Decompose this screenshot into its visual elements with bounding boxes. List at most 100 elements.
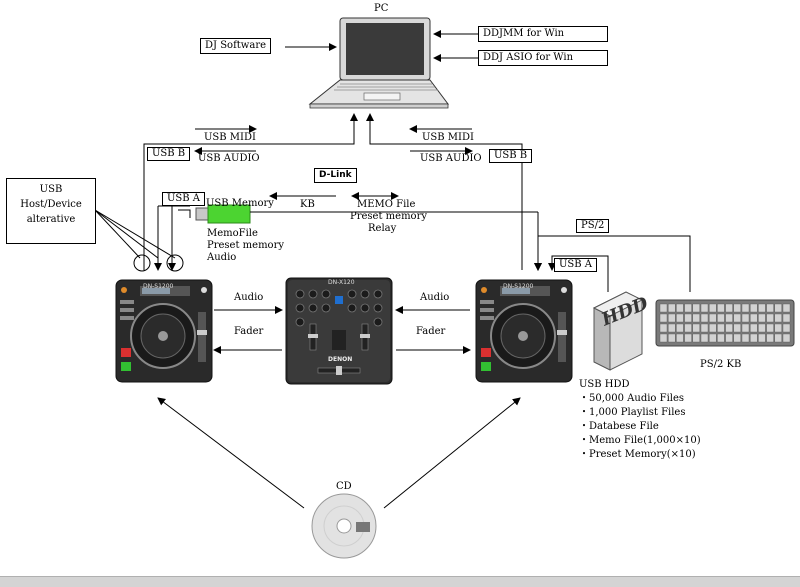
hdd-title: USB HDD (579, 379, 630, 390)
right-player-model: DN-S1200 (503, 283, 534, 290)
ddj-asio-box: DDJ ASIO for Win (478, 50, 608, 66)
usb-memory-label: USB Memory (206, 198, 274, 209)
keyboard-key (733, 333, 741, 343)
keyboard-key (774, 323, 782, 333)
hdd-item-2: ・1,000 Playlist Files (579, 407, 686, 418)
hdd-icon (592, 291, 644, 371)
mixer-brand: DENON (328, 356, 353, 363)
hdd-info: USB HDD ・50,000 Audio Files ・1,000 Playl… (579, 378, 701, 462)
hdd-item-3: ・Databese File (579, 421, 659, 432)
keyboard-key (782, 333, 791, 343)
memory-contents-1: MemoFile (207, 228, 258, 239)
keyboard-key (750, 323, 758, 333)
keyboard-key (766, 323, 774, 333)
keyboard-key (659, 323, 668, 333)
keyboard-key (692, 333, 700, 343)
mixer-model: DN-X120 (328, 279, 355, 286)
keyboard-key (766, 313, 774, 323)
keyboard-key (709, 303, 717, 313)
hdd-item-1: ・50,000 Audio Files (579, 393, 685, 404)
memory-contents-3: Audio (207, 252, 237, 263)
keyboard-key (733, 323, 741, 333)
dj-software-box: DJ Software (200, 38, 272, 54)
keyboard-key (717, 313, 725, 323)
usb-stick-icon (195, 204, 538, 224)
keyboard-key (709, 323, 717, 333)
ps2-port: PS/2 (576, 219, 610, 233)
right-usb-b-port: USB B (489, 149, 533, 163)
keyboard-key (717, 303, 725, 313)
keyboard-key (700, 323, 709, 333)
cd-left-arrow (157, 397, 305, 509)
keyboard-key (668, 303, 676, 313)
host-device-line-1: USB (39, 184, 63, 195)
keyboard-key (766, 333, 774, 343)
keyboard-key (676, 313, 684, 323)
keyboard-key (725, 313, 733, 323)
right-usb-cable (366, 113, 523, 270)
left-usb-b-port: USB B (147, 147, 191, 161)
keyboard-key (758, 333, 766, 343)
keyboard-key (741, 323, 750, 333)
cd-label: CD (336, 481, 352, 492)
audio-right-label: Audio (420, 292, 450, 303)
host-device-connector (94, 209, 184, 272)
usb-a-left-line (178, 209, 191, 218)
keyboard-key (766, 303, 774, 313)
keyboard-key (741, 333, 750, 343)
keyboard-key (684, 303, 692, 313)
keyboard-key (758, 303, 766, 313)
keyboard-key (782, 323, 791, 333)
keyboard-key (717, 333, 725, 343)
host-device-box: USB Host/Device alterative (6, 178, 96, 244)
keyboard-key (741, 303, 750, 313)
pc-title: PC (374, 3, 389, 14)
memory-contents-2: Preset memory (207, 240, 285, 251)
left-cd-player-icon (115, 279, 213, 383)
hdd-item-5: ・Preset Memory(×10) (579, 449, 696, 460)
keyboard-key (659, 313, 668, 323)
left-player-model: DN-S1200 (143, 283, 174, 290)
right-cd-player-icon (475, 279, 573, 383)
keyboard-key (668, 333, 676, 343)
keyboard-key (741, 313, 750, 323)
hdd-item-4: ・Memo File(1,000×10) (579, 435, 701, 446)
keyboard-label: PS/2 KB (700, 359, 742, 370)
cd-right-arrow (383, 397, 521, 509)
keyboard-key (750, 313, 758, 323)
keyboard-key (725, 333, 733, 343)
usb-a-right-cable (548, 255, 609, 292)
keyboard-key (668, 313, 676, 323)
usb-a-left-port: USB A (162, 192, 206, 206)
preset-memory-label: Preset memory (350, 211, 428, 222)
keyboard-key (774, 303, 782, 313)
keyboard-key (692, 303, 700, 313)
keyboard-key (725, 303, 733, 313)
keyboard-key (700, 333, 709, 343)
relay-label: Relay (368, 223, 397, 234)
keyboard-key (733, 303, 741, 313)
keyboard-key (676, 303, 684, 313)
keyboard-key (750, 333, 758, 343)
ddjmm-box: DDJMM for Win (478, 26, 608, 42)
left-midi-label: USB MIDI (204, 132, 256, 143)
dlink-badge: D-Link (314, 168, 357, 183)
left-usb-cable (143, 113, 358, 270)
keyboard-key (758, 323, 766, 333)
right-midi-label: USB MIDI (422, 132, 474, 143)
keyboard-key (733, 313, 741, 323)
mixer-icon (285, 277, 393, 385)
host-device-line-2: Host/Device (20, 199, 82, 210)
usb-a-right-port: USB A (554, 258, 598, 272)
fader-left-label: Fader (234, 326, 264, 337)
keyboard-key (709, 333, 717, 343)
keyboard-key (758, 313, 766, 323)
left-audio-label: USB AUDIO (198, 153, 260, 164)
keyboard-key (684, 333, 692, 343)
keyboard-key (750, 303, 758, 313)
cd-disc-icon (311, 493, 377, 559)
keyboard-key (725, 323, 733, 333)
bottom-scrollbar[interactable] (0, 576, 800, 587)
